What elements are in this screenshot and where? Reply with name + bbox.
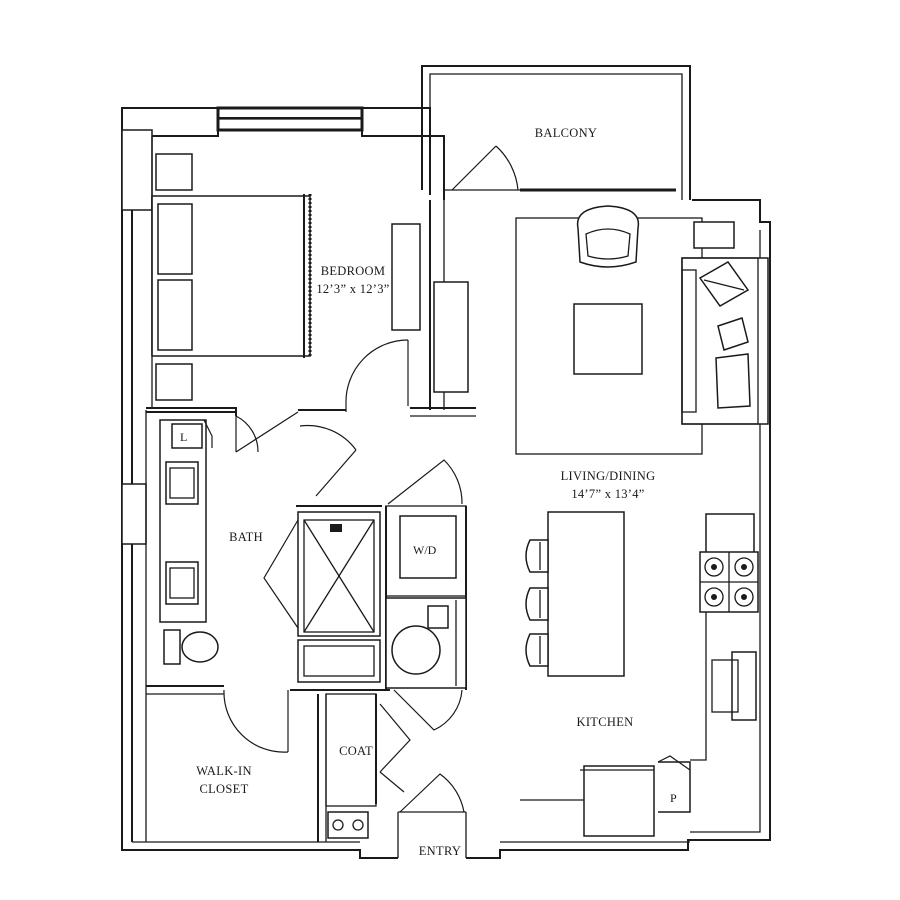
living-dining: LIVING/DINING 14’7” x 13’4”	[515, 205, 769, 501]
wd-label: W/D	[413, 543, 437, 557]
walk-in-label-line2: CLOSET	[199, 782, 248, 796]
walk-in-label-line1: WALK-IN	[196, 764, 252, 778]
laundry: W/D	[385, 459, 467, 731]
walk-in-closet: WALK-IN CLOSET	[196, 694, 327, 842]
kitchen: P KITCHEN	[520, 511, 759, 837]
living-dining-dimensions: 14’7” x 13’4”	[571, 487, 644, 501]
bedroom-label: BEDROOM	[321, 264, 386, 278]
entry: ENTRY	[398, 773, 466, 858]
coat-closet: COAT	[325, 693, 411, 839]
sofa-icon	[681, 257, 769, 425]
pantry-label: P	[670, 791, 677, 805]
washer-icon	[399, 515, 457, 579]
bedroom: BEDROOM 12’3” x 12’3”	[146, 153, 476, 417]
coat-label: COAT	[339, 744, 373, 758]
living-dining-label: LIVING/DINING	[561, 469, 656, 483]
entry-label: ENTRY	[419, 844, 461, 858]
bed-icon	[151, 194, 312, 358]
bar-stool-icon	[525, 539, 549, 667]
shower-icon	[297, 511, 381, 637]
bath-label: BATH	[229, 530, 263, 544]
stove-icon	[699, 551, 759, 613]
armchair-icon	[576, 205, 640, 268]
exterior-walls	[121, 106, 771, 859]
toilet-icon	[163, 629, 219, 665]
balcony-label: BALCONY	[535, 126, 598, 140]
linen-label: L	[180, 430, 187, 444]
bath: L	[146, 411, 390, 753]
sink-icon	[165, 461, 199, 605]
balcony-door	[444, 145, 520, 191]
kitchen-label: KITCHEN	[577, 715, 634, 729]
bedroom-dimensions: 12’3” x 12’3”	[316, 282, 389, 296]
sink-icon	[711, 651, 757, 721]
